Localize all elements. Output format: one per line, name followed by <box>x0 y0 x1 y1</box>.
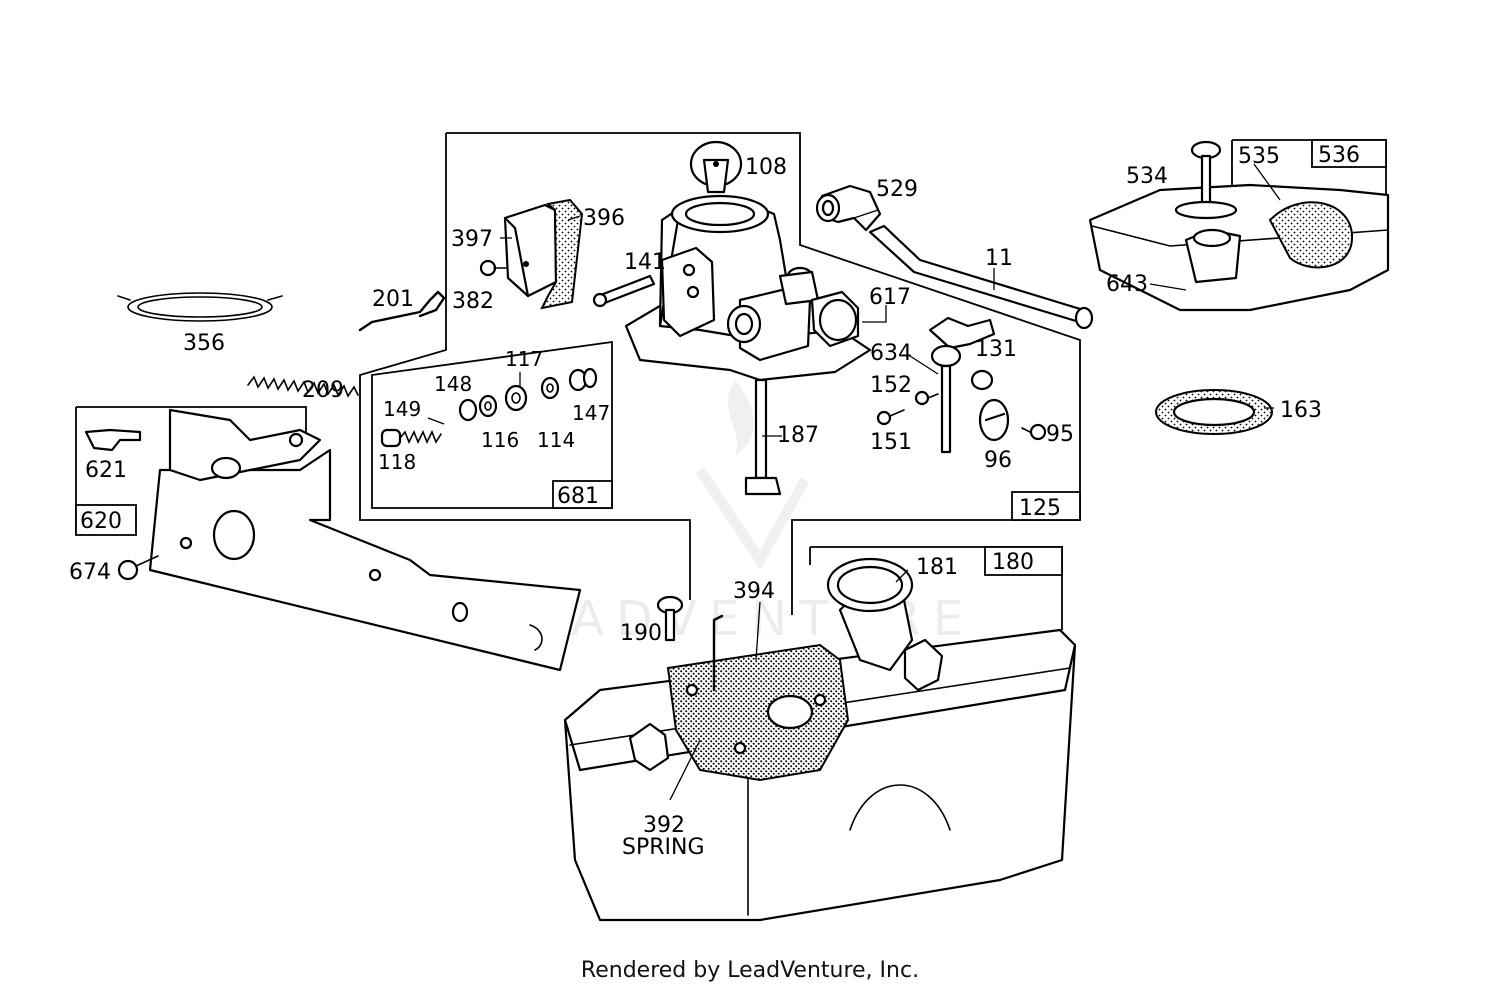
label-529: 529 <box>876 177 918 202</box>
fuel-tank-label: 180 <box>992 550 1034 575</box>
filler-neck-181 <box>826 557 914 672</box>
label-535: 535 <box>1238 144 1280 169</box>
carburetor-group-frame: 125 <box>359 132 1081 615</box>
screw-187 <box>744 378 782 496</box>
gasket-356 <box>117 292 283 322</box>
label-617: 617 <box>869 285 911 310</box>
footer-credit: Rendered by LeadVenture, Inc. <box>580 958 920 983</box>
elbow-529 <box>815 184 882 232</box>
label-149: 149 <box>383 397 421 421</box>
choke-kit-frame: 681 <box>371 340 613 509</box>
control-bracket-box <box>75 504 137 536</box>
label-621: 621 <box>85 458 127 483</box>
plate-96 <box>978 398 1010 442</box>
knob-534 <box>1174 140 1238 220</box>
label-209: 209 <box>302 378 344 403</box>
screw-152 <box>914 390 939 406</box>
label-397: 397 <box>451 227 493 252</box>
clip-621 <box>84 428 142 452</box>
spring-147 <box>568 367 598 392</box>
screw-382 <box>479 259 507 277</box>
label-11: 11 <box>985 246 1013 271</box>
control-bracket-frame: 620 <box>75 406 307 536</box>
label-95: 95 <box>1046 422 1074 447</box>
label-152: 152 <box>870 373 912 398</box>
control-bracket-620 <box>148 408 582 672</box>
air-cleaner-housing <box>1088 183 1390 312</box>
screw-674 <box>117 555 159 581</box>
carburetor-body <box>624 194 872 382</box>
label-118: 118 <box>378 450 416 474</box>
screw-151 <box>876 409 905 426</box>
label-163: 163 <box>1280 398 1322 423</box>
choke-knob-108 <box>689 140 743 194</box>
shaft-141 <box>592 274 656 308</box>
gasket-394 <box>666 614 850 782</box>
screw-95 <box>1021 423 1047 441</box>
washer-114 <box>540 376 560 400</box>
spring-209 <box>247 375 359 398</box>
air-cleaner-label: 536 <box>1318 143 1360 168</box>
label-147: 147 <box>572 401 610 425</box>
screw-118 <box>380 428 402 448</box>
part-labels: 108 396 397 382 201 141 529 11 617 634 1… <box>69 144 1322 860</box>
spring-149 <box>399 430 442 444</box>
label-108: 108 <box>745 155 787 180</box>
needle-117 <box>504 384 528 412</box>
label-114: 114 <box>537 428 575 452</box>
leader-lines <box>427 163 1281 801</box>
label-392: 392 <box>643 813 685 838</box>
label-396: 396 <box>583 206 625 231</box>
screw-190 <box>656 595 684 642</box>
label-181: 181 <box>916 555 958 580</box>
label-382: 382 <box>452 289 494 314</box>
washer-116 <box>478 394 498 418</box>
label-201: 201 <box>372 287 414 312</box>
label-643: 643 <box>1106 272 1148 297</box>
label-634: 634 <box>870 341 912 366</box>
label-96: 96 <box>984 448 1012 473</box>
label-534: 534 <box>1126 164 1168 189</box>
fuel-tank-box <box>984 546 1063 576</box>
label-151: 151 <box>870 430 912 455</box>
choke-kit-box <box>552 480 613 509</box>
gasket-396 <box>540 198 584 310</box>
needle-valve-634 <box>928 316 996 454</box>
label-190: 190 <box>620 621 662 646</box>
label-116: 116 <box>481 428 519 452</box>
label-131: 131 <box>975 337 1017 362</box>
label-187: 187 <box>777 423 819 448</box>
link-201 <box>358 290 446 332</box>
choke-kit-label: 681 <box>557 484 599 509</box>
label-356: 356 <box>183 331 225 356</box>
label-394: 394 <box>733 579 775 604</box>
control-bracket-label: 620 <box>80 509 122 534</box>
label-141: 141 <box>624 250 666 275</box>
seal-148 <box>458 398 478 422</box>
label-117: 117 <box>505 347 543 371</box>
carburetor-group-label: 125 <box>1019 496 1061 521</box>
carburetor-group-box <box>1011 491 1081 521</box>
label-148: 148 <box>434 372 472 396</box>
fuel-line-11 <box>868 224 1094 330</box>
gasket-163 <box>1155 389 1273 435</box>
choke-plate-397 <box>503 203 558 298</box>
label-spring: SPRING <box>622 835 705 860</box>
air-cleaner-box <box>1311 139 1387 168</box>
fuel-tank-frame: 180 <box>809 546 1063 630</box>
label-674: 674 <box>69 560 111 585</box>
